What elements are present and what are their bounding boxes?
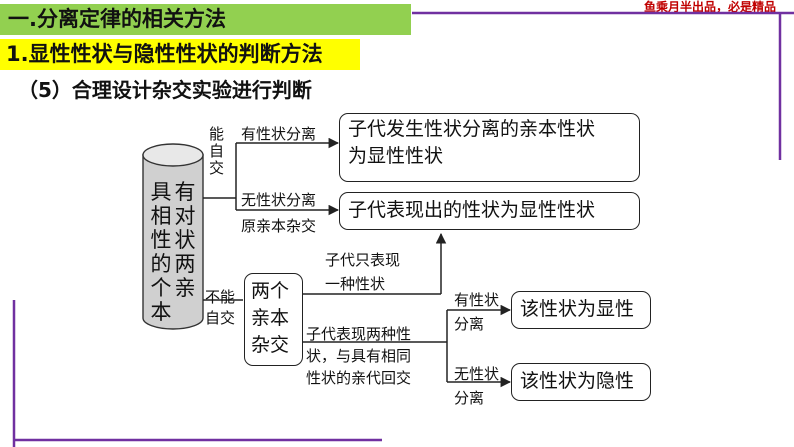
result-offspring-dominant-box: 子代表现出的性状为显性性状 xyxy=(339,192,640,230)
label-no-segregation-occurs: 无性状 分离 xyxy=(454,365,500,407)
source-text-col1: 具 相 性 的 个 本 xyxy=(150,180,172,324)
parent-cross-box: 两个 亲本 杂交 xyxy=(244,273,303,366)
subtitle-bar xyxy=(0,39,360,70)
result-dominant-parent-box: 子代发生性状分离的亲本性状 为显性性状 xyxy=(339,113,640,182)
subtitle: 1.显性性状与隐性性状的判断方法 xyxy=(6,42,323,66)
label-cross-parents: 原亲本杂交 xyxy=(241,217,317,235)
label-can-self-cross: 能 自 交 xyxy=(208,125,224,177)
result-is-dominant-box: 该性状为显性 xyxy=(511,291,651,329)
label-has-segregation: 有性状分离 xyxy=(241,125,317,143)
label-segregation-occurs: 有性状 分离 xyxy=(454,291,500,333)
method-heading: （5）合理设计杂交实验进行判断 xyxy=(18,78,312,102)
label-cannot-self-cross: 不能 自交 xyxy=(205,288,236,327)
label-no-segregation: 无性状分离 xyxy=(241,191,317,209)
label-one-trait: 子代只表现 一种性状 xyxy=(325,251,401,293)
source-text-col2: 有 对 状 两 亲 xyxy=(174,180,196,300)
section-title: 一.分离定律的相关方法 xyxy=(8,7,226,31)
result-is-recessive-box: 该性状为隐性 xyxy=(511,363,651,401)
cylinder-shape xyxy=(142,143,204,330)
section-title-bar xyxy=(0,4,411,35)
brand-slogan: 鱼乘月半出品，必是精品 xyxy=(644,0,777,14)
label-two-traits: 子代表现两种性 状，与具有相同 性状的亲代回交 xyxy=(306,325,412,387)
